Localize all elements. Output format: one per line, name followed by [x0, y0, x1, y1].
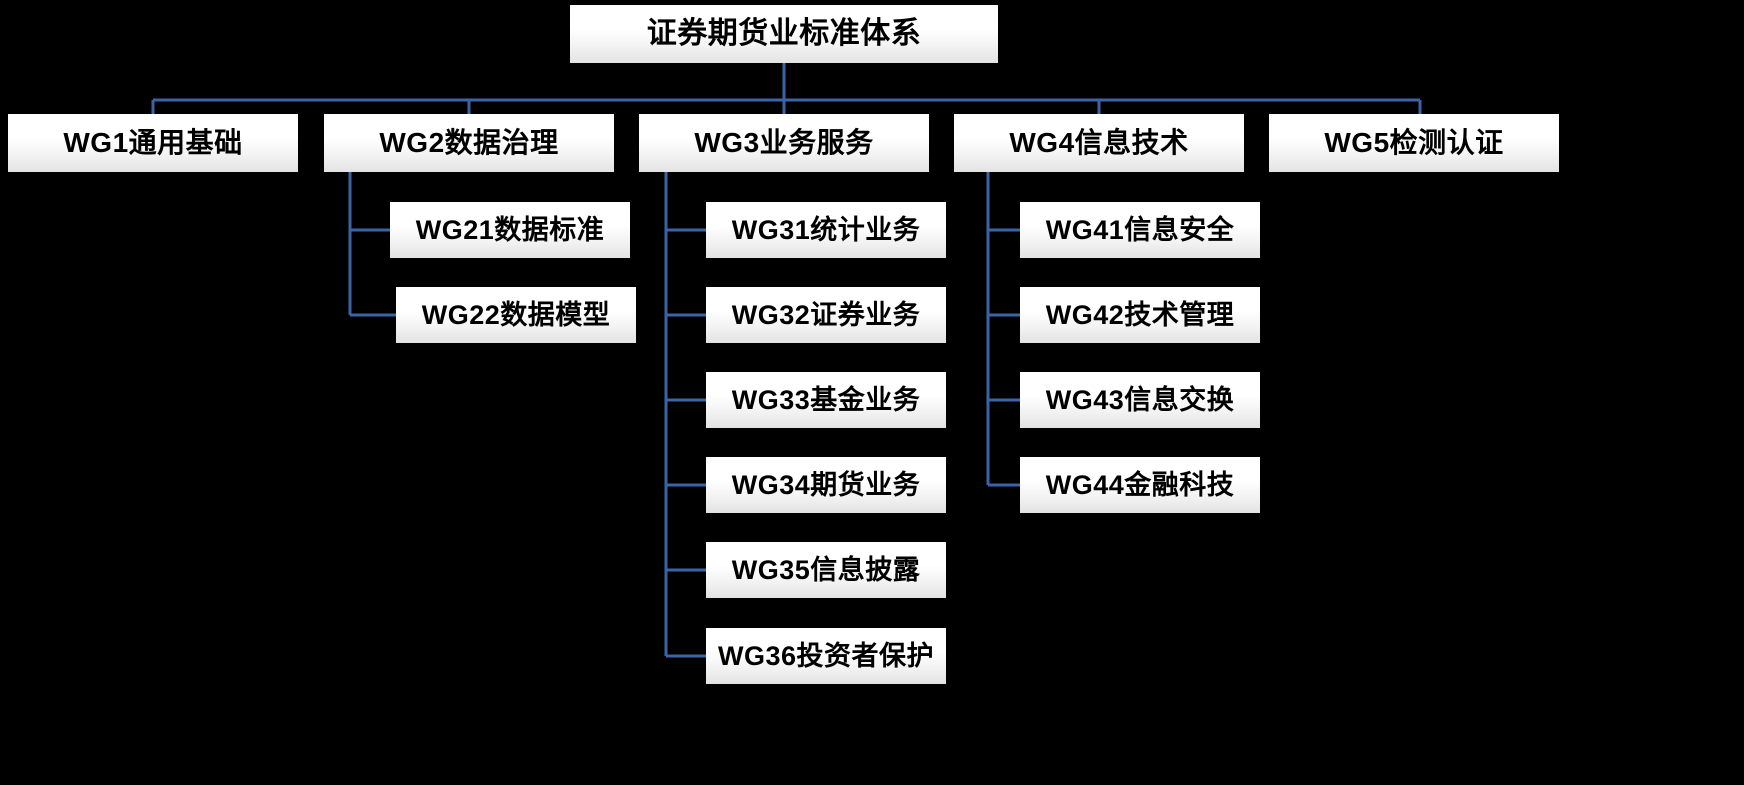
node-wg3[interactable]: WG3业务服务	[639, 114, 929, 172]
node-wg36[interactable]: WG36投资者保护	[706, 628, 946, 684]
node-wg2[interactable]: WG2数据治理	[324, 114, 614, 172]
node-wg44[interactable]: WG44金融科技	[1020, 457, 1260, 513]
node-wg31[interactable]: WG31统计业务	[706, 202, 946, 258]
node-wg35-label: WG35信息披露	[731, 554, 921, 585]
node-wg44-label: WG44金融科技	[1045, 469, 1235, 500]
node-wg22[interactable]: WG22数据模型	[396, 287, 636, 343]
node-wg4-label: WG4信息技术	[1009, 127, 1189, 158]
node-wg1[interactable]: WG1通用基础	[8, 114, 298, 172]
node-wg5[interactable]: WG5检测认证	[1269, 114, 1559, 172]
node-wg43[interactable]: WG43信息交换	[1020, 372, 1260, 428]
node-wg41[interactable]: WG41信息安全	[1020, 202, 1260, 258]
node-wg32-label: WG32证券业务	[731, 299, 921, 330]
node-wg35[interactable]: WG35信息披露	[706, 542, 946, 598]
node-wg33-label: WG33基金业务	[731, 384, 921, 415]
node-wg36-label: WG36投资者保护	[717, 640, 935, 671]
node-wg42-label: WG42技术管理	[1045, 299, 1235, 330]
node-wg33[interactable]: WG33基金业务	[706, 372, 946, 428]
node-wg32[interactable]: WG32证券业务	[706, 287, 946, 343]
node-wg2-label: WG2数据治理	[379, 127, 559, 158]
node-wg5-label: WG5检测认证	[1324, 127, 1504, 158]
node-wg34-label: WG34期货业务	[731, 469, 921, 500]
node-wg4[interactable]: WG4信息技术	[954, 114, 1244, 172]
node-wg42[interactable]: WG42技术管理	[1020, 287, 1260, 343]
node-wg3-label: WG3业务服务	[694, 127, 874, 158]
node-wg22-label: WG22数据模型	[421, 299, 611, 330]
node-wg21[interactable]: WG21数据标准	[390, 202, 630, 258]
node-wg41-label: WG41信息安全	[1045, 214, 1235, 245]
node-wg1-label: WG1通用基础	[63, 127, 243, 158]
node-root-label: 证券期货业标准体系	[646, 17, 922, 50]
node-wg31-label: WG31统计业务	[731, 214, 921, 245]
node-root[interactable]: 证券期货业标准体系	[570, 5, 998, 63]
node-wg43-label: WG43信息交换	[1045, 384, 1235, 415]
node-wg34[interactable]: WG34期货业务	[706, 457, 946, 513]
node-wg21-label: WG21数据标准	[415, 214, 605, 245]
